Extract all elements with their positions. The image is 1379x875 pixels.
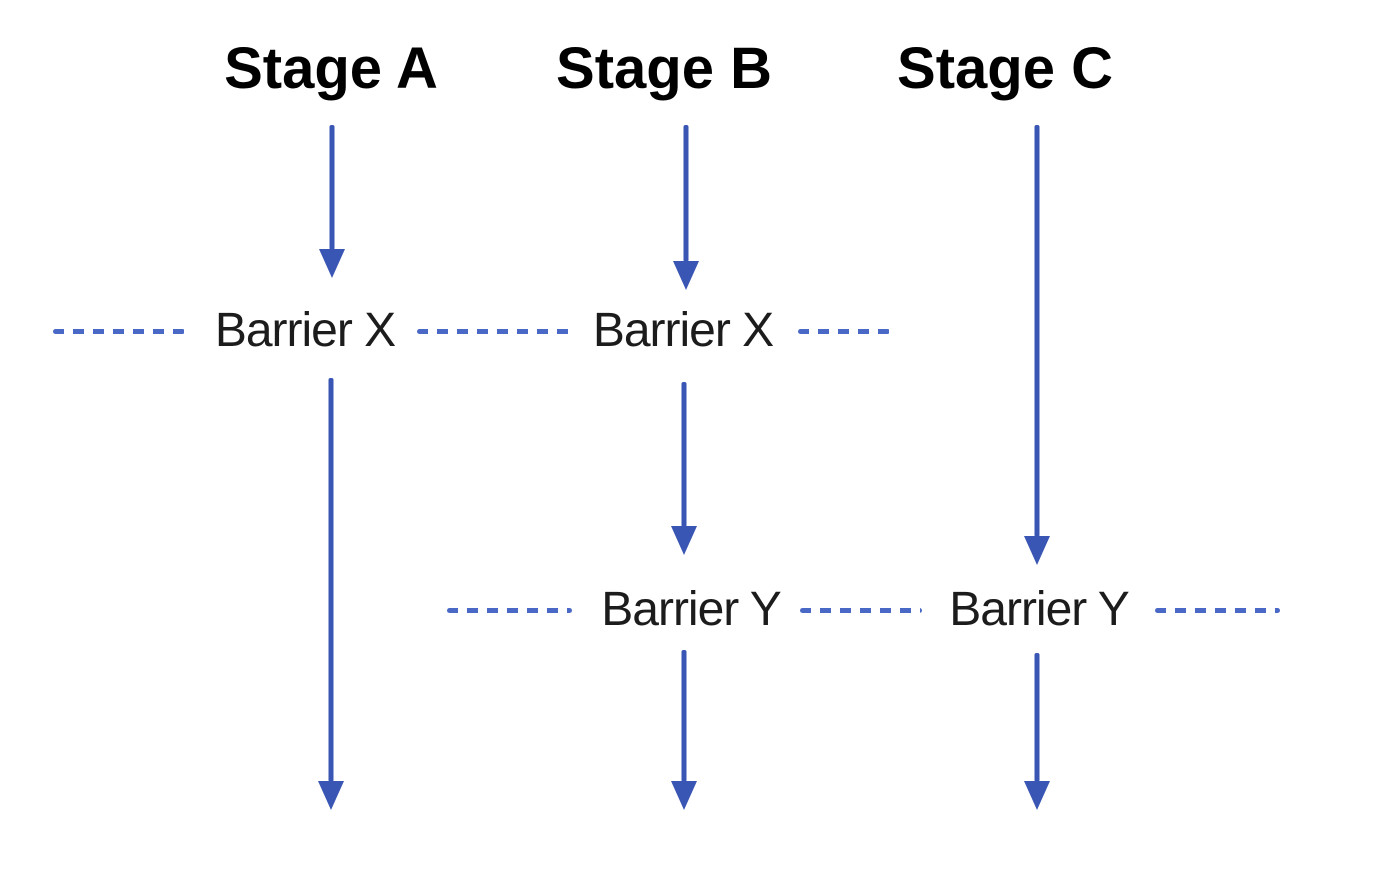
stage-c-arrow-shaft-top <box>1034 125 1040 537</box>
barrier-x-dashed-line-left <box>53 329 185 334</box>
stage-b-arrowhead-middle <box>671 526 697 555</box>
barrier-y-label-stage-b: Barrier Y <box>601 583 782 636</box>
stage-a-arrowhead-bottom <box>318 781 344 810</box>
stage-a-arrow-shaft-bottom <box>328 378 334 782</box>
stage-c-arrowhead-top <box>1024 536 1050 565</box>
stage-c-arrow-shaft-bottom <box>1034 653 1040 782</box>
stage-a-arrowhead-top <box>319 249 345 278</box>
stage-b-label: Stage B <box>556 36 772 101</box>
stage-a-label: Stage A <box>224 36 438 101</box>
stage-a-arrow-shaft-top <box>329 125 335 250</box>
barrier-y-dashed-line-left <box>447 608 572 613</box>
stage-b-arrowhead-bottom <box>671 781 697 810</box>
stage-b-arrow-shaft-bottom <box>681 650 687 782</box>
stage-b-arrow-shaft-middle <box>681 382 687 527</box>
stage-c-label: Stage C <box>897 36 1113 101</box>
stage-b-arrowhead-top <box>673 261 699 290</box>
barrier-y-dashed-line-right <box>1155 608 1280 613</box>
stage-c-arrowhead-bottom <box>1024 781 1050 810</box>
barrier-x-label-stage-b: Barrier X <box>592 304 774 357</box>
stage-b-arrow-shaft-top <box>683 125 689 262</box>
barrier-x-dashed-line-middle <box>417 329 570 334</box>
barrier-y-label-stage-c: Barrier Y <box>949 583 1130 636</box>
barrier-x-dashed-line-right <box>798 329 890 334</box>
barrier-y-dashed-line-middle <box>800 608 922 613</box>
barrier-x-label-stage-a: Barrier X <box>214 304 396 357</box>
